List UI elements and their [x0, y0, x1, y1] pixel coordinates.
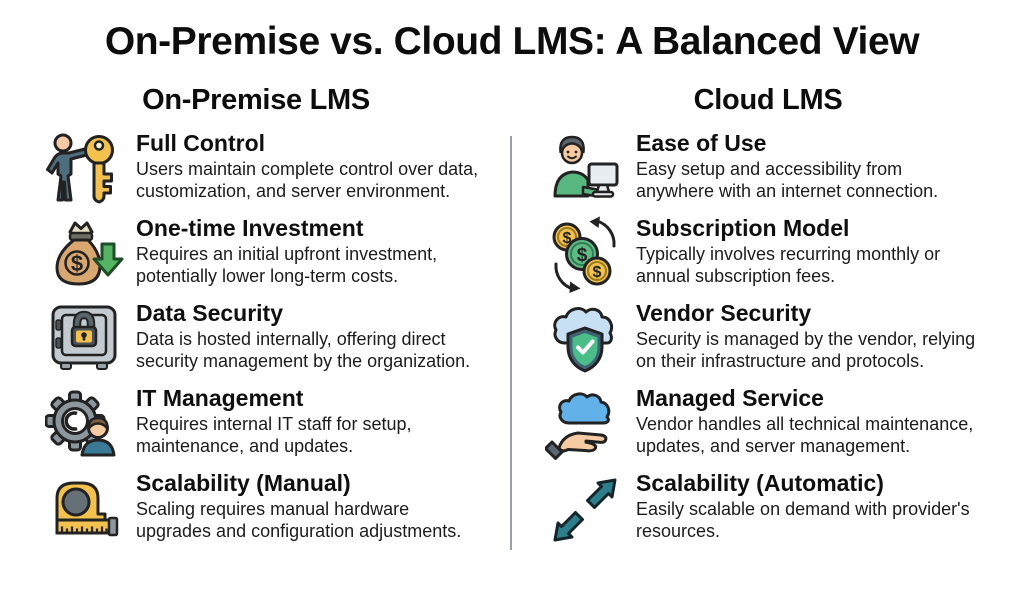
safe-lock-icon	[45, 300, 125, 380]
cloud-shield-check-icon	[545, 300, 625, 380]
feature-row: $ $ $ Subscription Model Typically invol…	[545, 215, 1024, 295]
money-bag-down-arrow-icon: $	[45, 215, 125, 295]
tape-measure-icon	[45, 470, 125, 550]
feature-title: Ease of Use	[636, 130, 767, 157]
expand-arrows-icon	[545, 470, 625, 550]
column-cloud: Cloud LMS	[512, 78, 1024, 555]
feature-row: Full Control Users maintain complete con…	[45, 130, 512, 210]
svg-text:$: $	[71, 251, 83, 276]
person-computer-icon	[545, 130, 625, 210]
coins-refresh-icon: $ $ $	[545, 215, 625, 295]
feature-title: Data Security	[136, 300, 284, 327]
feature-row: $ One-time Investment Requires an initia…	[45, 215, 512, 295]
feature-description: Typically involves recurring monthly or …	[636, 244, 941, 287]
svg-text:$: $	[577, 245, 588, 266]
feature-description: Users maintain complete control over dat…	[136, 159, 479, 202]
column-header-on-premise: On-Premise LMS	[142, 83, 370, 116]
column-on-premise: On-Premise LMS Full Control	[0, 78, 512, 555]
infographic-page: On-Premise vs. Cloud LMS: A Balanced Vie…	[0, 20, 1024, 555]
feature-title: Managed Service	[636, 385, 824, 412]
feature-title: IT Management	[136, 385, 304, 412]
feature-title: Scalability (Automatic)	[636, 470, 884, 497]
feature-title: Subscription Model	[636, 215, 850, 242]
feature-description: Data is hosted internally, offering dire…	[136, 329, 471, 372]
column-header-cloud: Cloud LMS	[693, 83, 843, 116]
comparison-columns: On-Premise LMS Full Control	[0, 78, 1024, 555]
feature-description: Easily scalable on demand with provider'…	[636, 499, 970, 542]
feature-row: Vendor Security Security is managed by t…	[545, 300, 1024, 380]
feature-row: IT Management Requires internal IT staff…	[45, 385, 512, 465]
page-title: On-Premise vs. Cloud LMS: A Balanced Vie…	[104, 20, 920, 63]
person-key-icon	[45, 130, 125, 210]
feature-row: Ease of Use Easy setup and accessibility…	[545, 130, 1024, 210]
svg-text:$: $	[563, 230, 572, 247]
feature-description: Requires internal IT staff for setup, ma…	[136, 414, 412, 457]
feature-title: Vendor Security	[636, 300, 812, 327]
feature-description: Easy setup and accessibility from anywhe…	[636, 159, 939, 202]
hand-cloud-icon	[545, 385, 625, 465]
feature-row: Data Security Data is hosted internally,…	[45, 300, 512, 380]
feature-row: Scalability (Manual) Scaling requires ma…	[45, 470, 512, 550]
svg-text:$: $	[593, 264, 602, 281]
column-divider	[510, 135, 512, 550]
feature-description: Security is managed by the vendor, relyi…	[636, 329, 976, 372]
feature-title: One-time Investment	[136, 215, 364, 242]
feature-title: Full Control	[136, 130, 266, 157]
gear-person-icon	[45, 385, 125, 465]
feature-row: Scalability (Automatic) Easily scalable …	[545, 470, 1024, 550]
feature-description: Vendor handles all technical maintenance…	[636, 414, 974, 457]
feature-description: Scaling requires manual hardware upgrade…	[136, 499, 462, 542]
feature-title: Scalability (Manual)	[136, 470, 351, 497]
feature-row: Managed Service Vendor handles all techn…	[545, 385, 1024, 465]
feature-description: Requires an initial upfront investment, …	[136, 244, 438, 287]
